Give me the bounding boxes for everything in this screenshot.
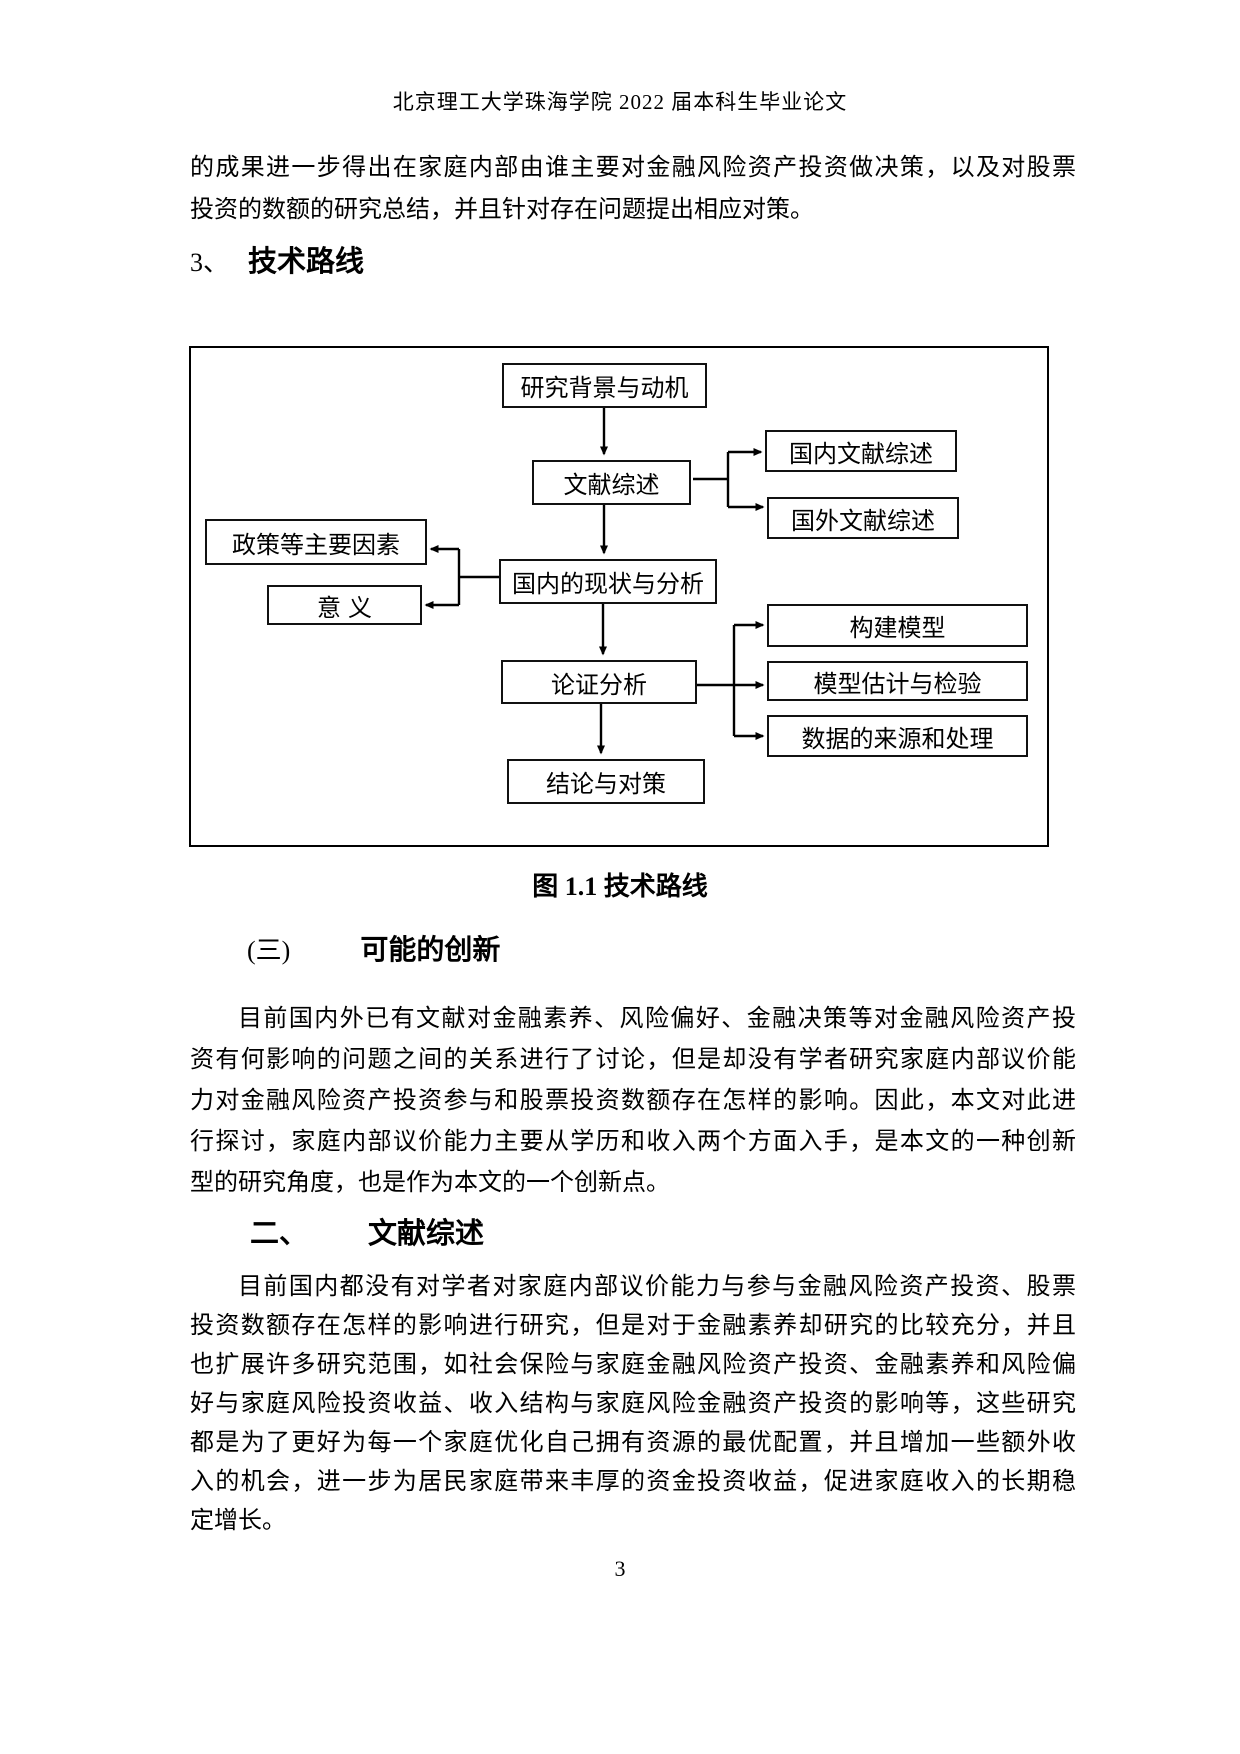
figure-caption: 图 1.1 技术路线 xyxy=(532,872,708,901)
paragraph-line: 资有何影响的问题之间的关系进行了讨论，但是却没有学者研究家庭内部议价能 xyxy=(190,1047,1076,1073)
flow-node-model-test: 模型估计与检验 xyxy=(767,661,1028,701)
paragraph-line: 都是为了更好为每一个家庭优化自己拥有资源的最优配置，并且增加一些额外收 xyxy=(190,1430,1076,1456)
paragraph-line: 投资的数额的研究总结，并且针对存在问题提出相应对策。 xyxy=(190,197,814,223)
flow-node-foreign-review: 国外文献综述 xyxy=(767,497,959,539)
paragraph-line: 投资数额存在怎样的影响进行研究，但是对于金融素养却研究的比较充分，并且 xyxy=(190,1313,1076,1339)
paragraph-intro: 的成果进一步得出在家庭内部由谁主要对金融风险资产投资做决策，以及对股票 投资的数… xyxy=(190,147,1076,231)
paragraph-line: 型的研究角度，也是作为本文的一个创新点。 xyxy=(190,1170,670,1196)
heading-number: (三) xyxy=(247,936,291,965)
paragraph-line: 目前国内都没有对学者对家庭内部议价能力与参与金融风险资产投资、股票 xyxy=(238,1274,1076,1300)
flow-node-domestic-review: 国内文献综述 xyxy=(765,430,957,472)
flow-node-status: 国内的现状与分析 xyxy=(499,559,717,604)
paragraph-literature: 目前国内都没有对学者对家庭内部议价能力与参与金融风险资产投资、股票 投资数额存在… xyxy=(190,1268,1076,1541)
paragraph-line: 定增长。 xyxy=(190,1508,286,1534)
paragraph-line: 行探讨，家庭内部议价能力主要从学历和收入两个方面入手，是本文的一种创新 xyxy=(190,1129,1076,1155)
paragraph-line: 目前国内外已有文献对金融素养、风险偏好、金融决策等对金融风险资产投 xyxy=(238,1006,1076,1032)
flow-arrows xyxy=(424,408,765,755)
heading-literature-review: 二、 文献综述 xyxy=(190,1210,484,1252)
page-header: 北京理工大学珠海学院 2022 届本科生毕业论文 xyxy=(392,90,848,114)
flow-node-policy: 政策等主要因素 xyxy=(205,519,427,565)
heading-tech-route: 3、技术路线 xyxy=(190,238,364,280)
flow-node-significance: 意义 xyxy=(267,585,422,625)
heading-number: 二、 xyxy=(250,1218,309,1250)
heading-number: 3、 xyxy=(190,248,230,277)
flow-node-data-source: 数据的来源和处理 xyxy=(767,715,1028,757)
flow-node-background: 研究背景与动机 xyxy=(502,363,707,408)
paragraph-line: 好与家庭风险投资收益、收入结构与家庭风险金融资产投资的影响等，这些研究 xyxy=(190,1391,1076,1417)
heading-innovation: (三) 可能的创新 xyxy=(190,928,500,968)
flow-node-build-model: 构建模型 xyxy=(767,604,1028,647)
flow-node-literature: 文献综述 xyxy=(532,460,691,505)
page-number: 3 xyxy=(614,1556,626,1581)
heading-label: 可能的创新 xyxy=(360,935,501,966)
flow-node-analysis: 论证分析 xyxy=(501,660,697,704)
paragraph-line: 的成果进一步得出在家庭内部由谁主要对金融风险资产投资做决策，以及对股票 xyxy=(190,155,1076,181)
paragraph-line: 入的机会，进一步为居民家庭带来丰厚的资金投资收益，促进家庭收入的长期稳 xyxy=(190,1469,1076,1495)
paragraph-innovation: 目前国内外已有文献对金融素养、风险偏好、金融决策等对金融风险资产投 资有何影响的… xyxy=(190,999,1076,1204)
paragraph-line: 也扩展许多研究范围，如社会保险与家庭金融风险资产投资、金融素养和风险偏 xyxy=(190,1352,1076,1378)
paragraph-line: 力对金融风险资产投资参与和股票投资数额存在怎样的影响。因此，本文对此进 xyxy=(190,1088,1076,1114)
tech-route-diagram: 研究背景与动机 文献综述 国内文献综述 国外文献综述 政策等主要因素 意义 国内… xyxy=(189,346,1049,847)
heading-label: 文献综述 xyxy=(368,1218,485,1250)
flow-node-conclusion: 结论与对策 xyxy=(507,759,705,804)
heading-label: 技术路线 xyxy=(248,246,365,278)
